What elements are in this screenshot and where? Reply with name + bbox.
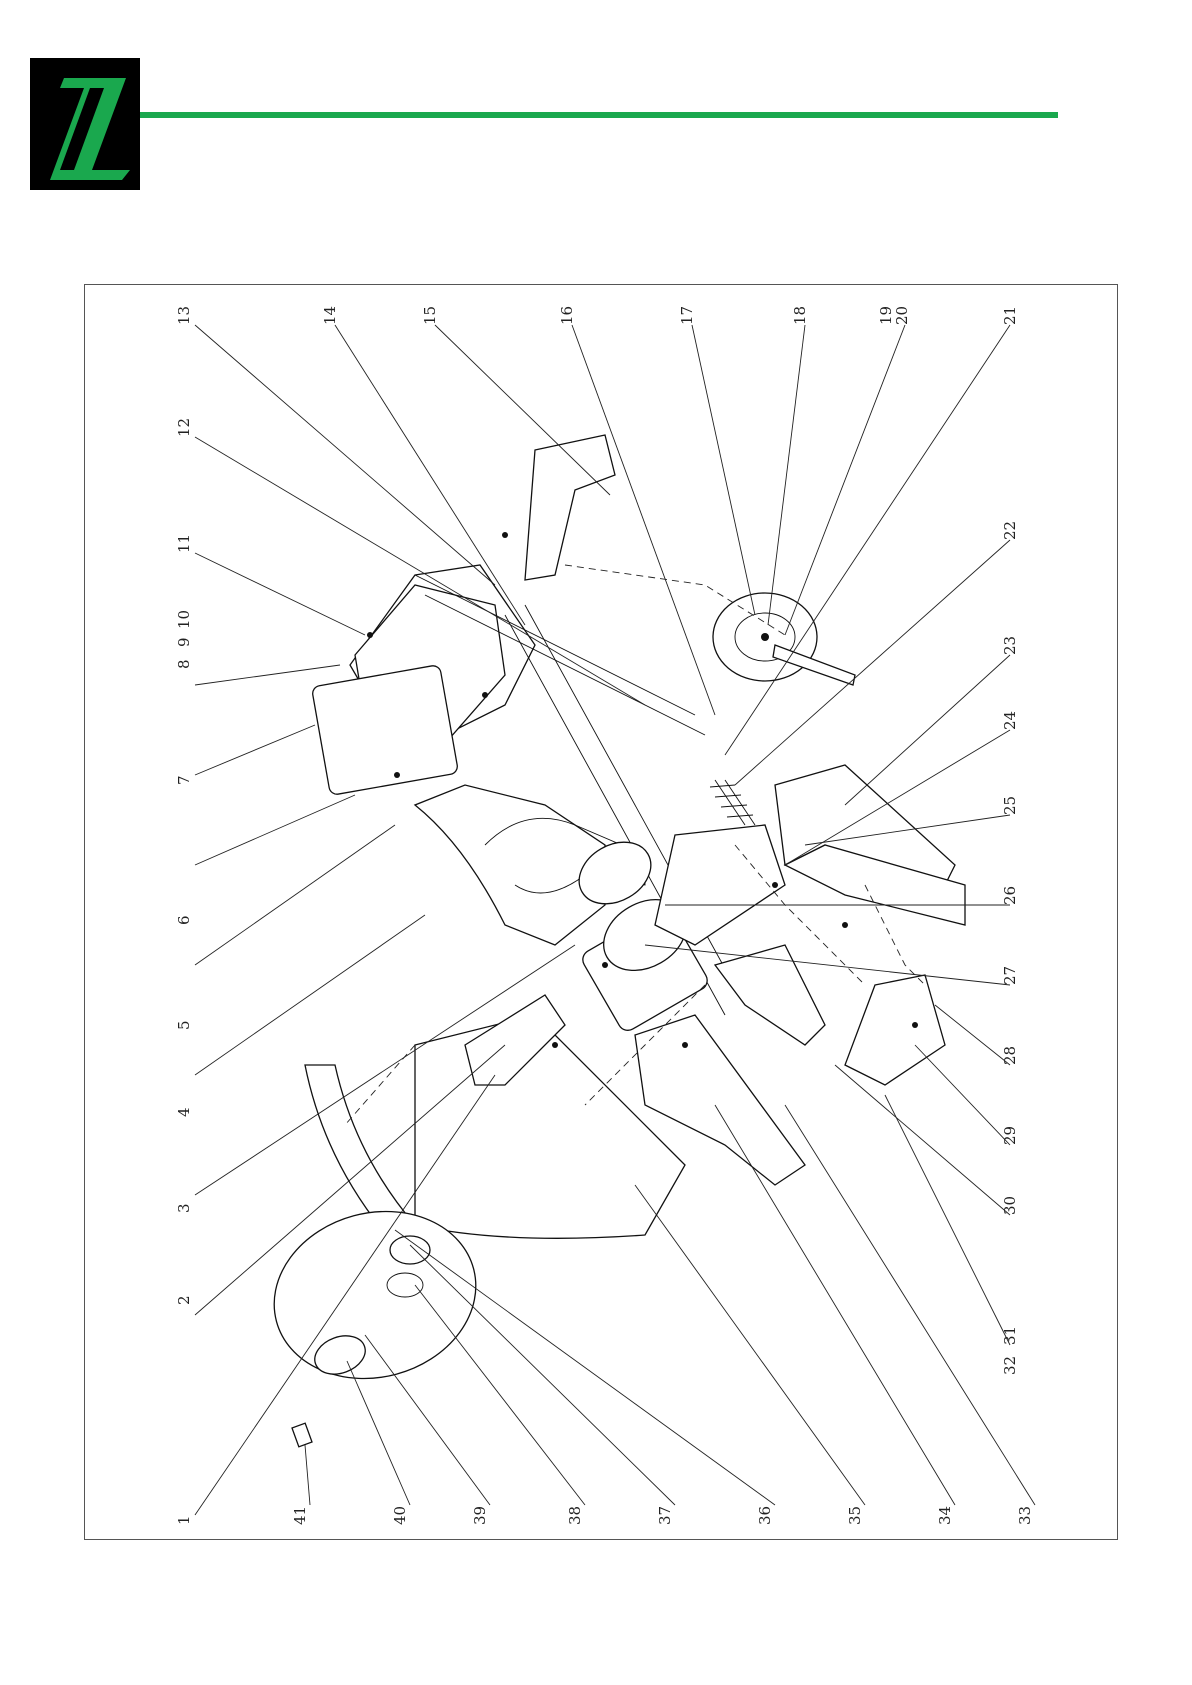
callout-29: 29 <box>1001 1126 1019 1145</box>
exploded-parts-drawing: 13 12 11 8 9 10 7 6 5 4 3 2 14 15 16 17 … <box>85 285 1119 1541</box>
callout-5: 5 <box>175 1020 193 1030</box>
callout-37: 37 <box>656 1506 674 1525</box>
callout-26: 26 <box>1001 886 1019 905</box>
callout-10: 10 <box>175 610 193 629</box>
parts-linework <box>255 435 965 1447</box>
callout-14: 14 <box>321 306 339 325</box>
callout-15: 15 <box>421 306 439 325</box>
callout-39: 39 <box>471 1506 489 1525</box>
callout-4: 4 <box>175 1107 193 1117</box>
callout-23: 23 <box>1001 636 1019 655</box>
callout-13: 13 <box>175 306 193 325</box>
callout-8: 8 <box>175 659 193 669</box>
callout-31: 31 <box>1001 1326 1019 1345</box>
callout-18: 18 <box>791 306 809 325</box>
callout-32: 32 <box>1001 1356 1019 1375</box>
spring <box>710 780 755 825</box>
callout-35: 35 <box>846 1506 864 1525</box>
callout-25: 25 <box>1001 796 1019 815</box>
callout-1: 1 <box>175 1515 193 1525</box>
callout-16: 16 <box>558 306 576 325</box>
callout-21: 21 <box>1001 306 1019 325</box>
callout-12: 12 <box>175 418 193 437</box>
callout-9: 9 <box>175 637 193 647</box>
callout-36: 36 <box>756 1506 774 1525</box>
callout-40: 40 <box>391 1506 409 1525</box>
callout-6: 6 <box>175 915 193 925</box>
callout-2: 2 <box>175 1295 193 1305</box>
z-logo-icon <box>30 58 140 190</box>
callout-20: 20 <box>893 306 911 325</box>
callout-28: 28 <box>1001 1046 1019 1065</box>
callout-11: 11 <box>175 534 193 553</box>
callout-34: 34 <box>936 1506 954 1525</box>
callout-33: 33 <box>1016 1506 1034 1525</box>
callout-27: 27 <box>1001 966 1019 985</box>
callout-24: 24 <box>1001 711 1019 730</box>
diagram-frame: 13 12 11 8 9 10 7 6 5 4 3 2 14 15 16 17 … <box>84 284 1118 1540</box>
callout-30: 30 <box>1001 1196 1019 1215</box>
callout-17: 17 <box>678 306 696 325</box>
callout-3: 3 <box>175 1203 193 1213</box>
callout-22: 22 <box>1001 521 1019 540</box>
callout-41: 41 <box>291 1506 309 1525</box>
brand-rule <box>140 112 1058 118</box>
callout-7: 7 <box>175 775 193 785</box>
callout-38: 38 <box>566 1506 584 1525</box>
